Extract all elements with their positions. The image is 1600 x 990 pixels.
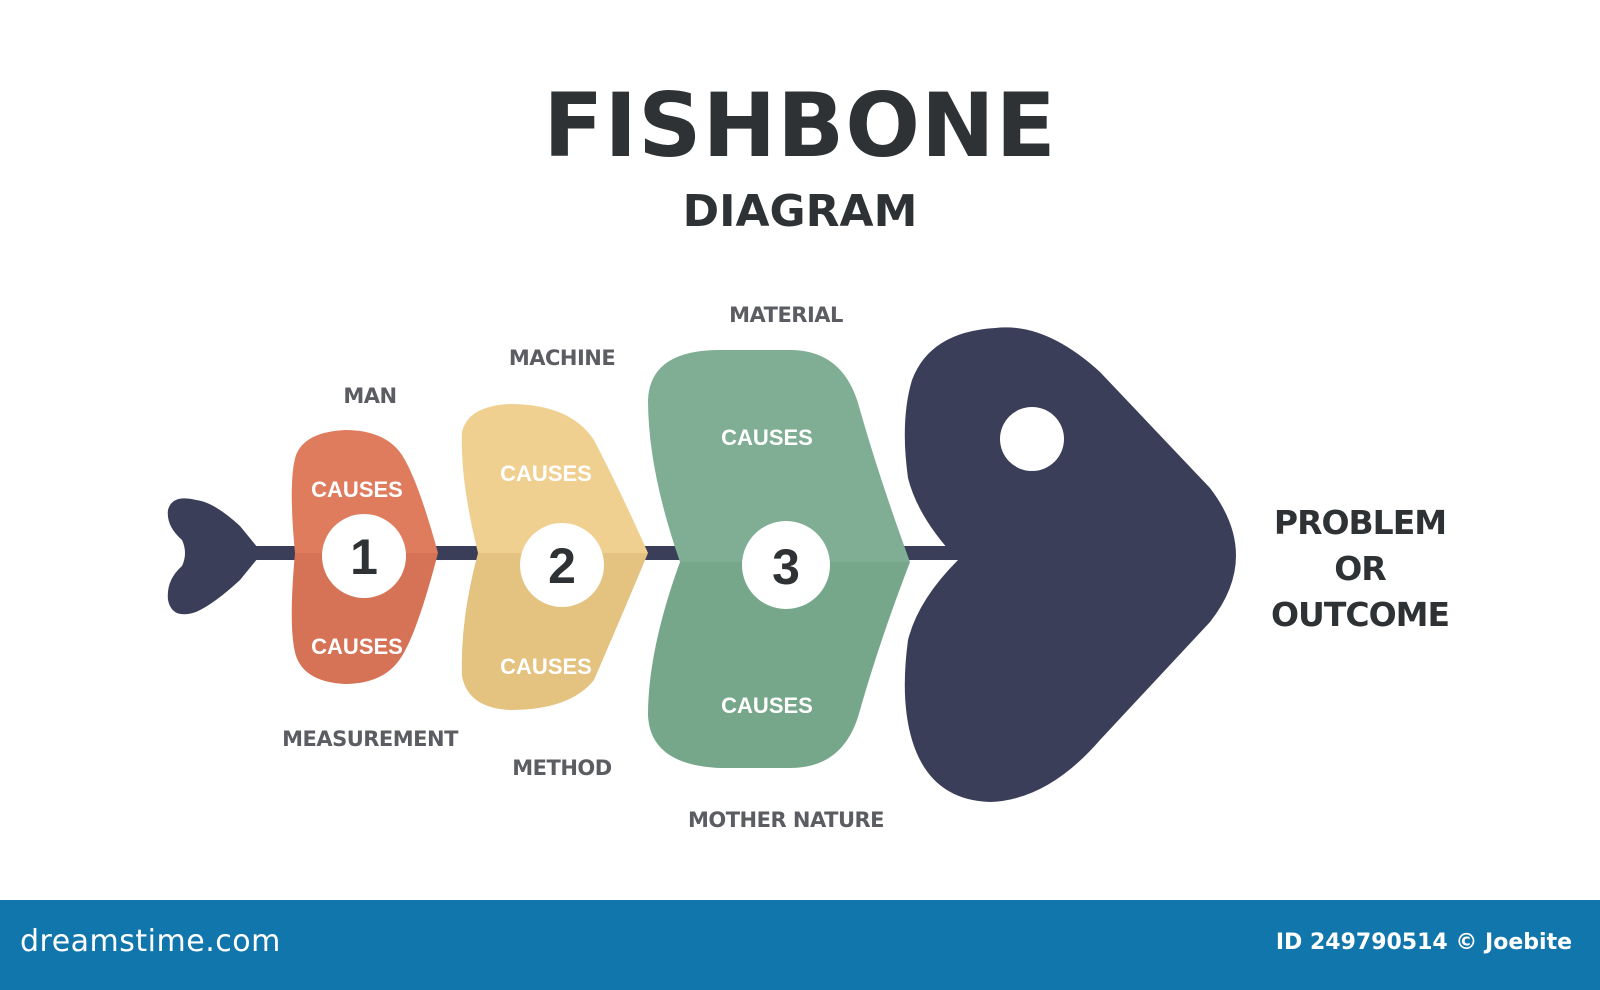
segment-2-upper xyxy=(461,404,648,553)
stock-id-text: ID 249790514 © Joebite xyxy=(1275,930,1572,955)
fish-eye xyxy=(1000,407,1064,471)
segment-3-upper-text: CAUSES xyxy=(721,425,813,450)
segment-1-number-badge: 1 xyxy=(322,514,406,598)
segment-3-lower xyxy=(648,562,910,768)
label-machine: MACHINE xyxy=(508,346,616,370)
problem-outcome-label: PROBLEM OR OUTCOME xyxy=(1270,500,1450,638)
segment-2-number: 2 xyxy=(548,538,576,594)
segment-1-upper-text: CAUSES xyxy=(311,477,403,502)
diagram-subtitle: DIAGRAM xyxy=(682,186,918,237)
segment-3-upper xyxy=(648,350,910,562)
segment-2-number-badge: 2 xyxy=(520,523,604,607)
label-method: METHOD xyxy=(512,756,612,780)
segment-3-number-badge: 3 xyxy=(742,521,830,609)
brand-logo[interactable]: dreamstime.com xyxy=(20,924,281,959)
diagram-title: FISHBONE xyxy=(543,74,1057,177)
segment-1-lower xyxy=(291,553,438,684)
fish-head xyxy=(904,327,1236,802)
segment-2-upper-text: CAUSES xyxy=(500,461,592,486)
segment-3-lower-text: CAUSES xyxy=(721,693,813,718)
outcome-line-3: OUTCOME xyxy=(1270,595,1450,634)
segment-3-number: 3 xyxy=(772,539,800,595)
label-measurement: MEASUREMENT xyxy=(282,727,458,751)
segment-1-number: 1 xyxy=(350,529,378,585)
outcome-line-2: OR xyxy=(1334,549,1386,588)
label-mother-nature: MOTHER NATURE xyxy=(687,808,885,832)
outcome-line-1: PROBLEM xyxy=(1273,503,1447,542)
segment-1-lower-text: CAUSES xyxy=(311,634,403,659)
segment-2-lower-text: CAUSES xyxy=(500,654,592,679)
footer-bar: dreamstime.com ID 249790514 © Joebite xyxy=(0,900,1600,990)
segment-1-upper xyxy=(291,430,438,553)
segment-2-lower xyxy=(461,553,648,710)
fish-tail xyxy=(167,498,258,615)
label-material: MATERIAL xyxy=(729,303,843,327)
label-man: MAN xyxy=(343,384,397,408)
